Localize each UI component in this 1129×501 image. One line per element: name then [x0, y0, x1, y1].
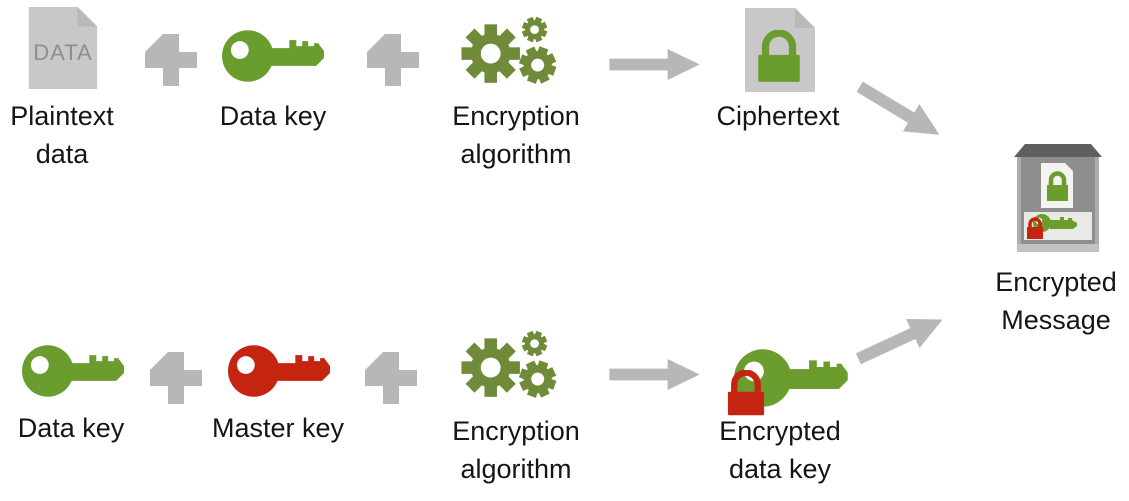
encrypted-message-label: Encrypted Message [995, 267, 1117, 335]
red-lock-icon [726, 370, 766, 417]
plaintext-data-label: Plaintext data [10, 101, 114, 169]
plus-icon [145, 34, 197, 86]
plaintext-document-icon: DATA [28, 7, 98, 89]
data-key-icon [222, 27, 326, 85]
plus-icon [367, 34, 419, 86]
data-key-label: Data key [17, 413, 125, 443]
arrow-down-right-icon [848, 71, 951, 152]
arrow-right-icon [608, 358, 702, 391]
encryption-algorithm-label: Encryption algorithm [452, 416, 580, 484]
encrypted-data-key-label: Encrypted data key [719, 416, 841, 484]
plus-icon [365, 352, 417, 404]
gears-icon [457, 330, 562, 401]
master-key-icon [228, 342, 332, 400]
green-lock-icon [756, 30, 802, 84]
encrypted-message-icon [1014, 142, 1102, 252]
data-key-icon [22, 342, 126, 400]
data-key-label: Data key [219, 101, 327, 131]
master-key-label: Master key [211, 413, 345, 443]
document-data-text: DATA [33, 40, 93, 65]
arrow-right-icon [608, 48, 702, 81]
encrypted-data-key-icon [726, 346, 850, 422]
ciphertext-label: Ciphertext [716, 101, 840, 131]
ciphertext-document-icon [745, 8, 815, 92]
gears-icon [457, 16, 562, 87]
plus-icon [150, 352, 202, 404]
arrow-up-right-icon [849, 302, 954, 375]
encryption-algorithm-label: Encryption algorithm [452, 101, 580, 169]
